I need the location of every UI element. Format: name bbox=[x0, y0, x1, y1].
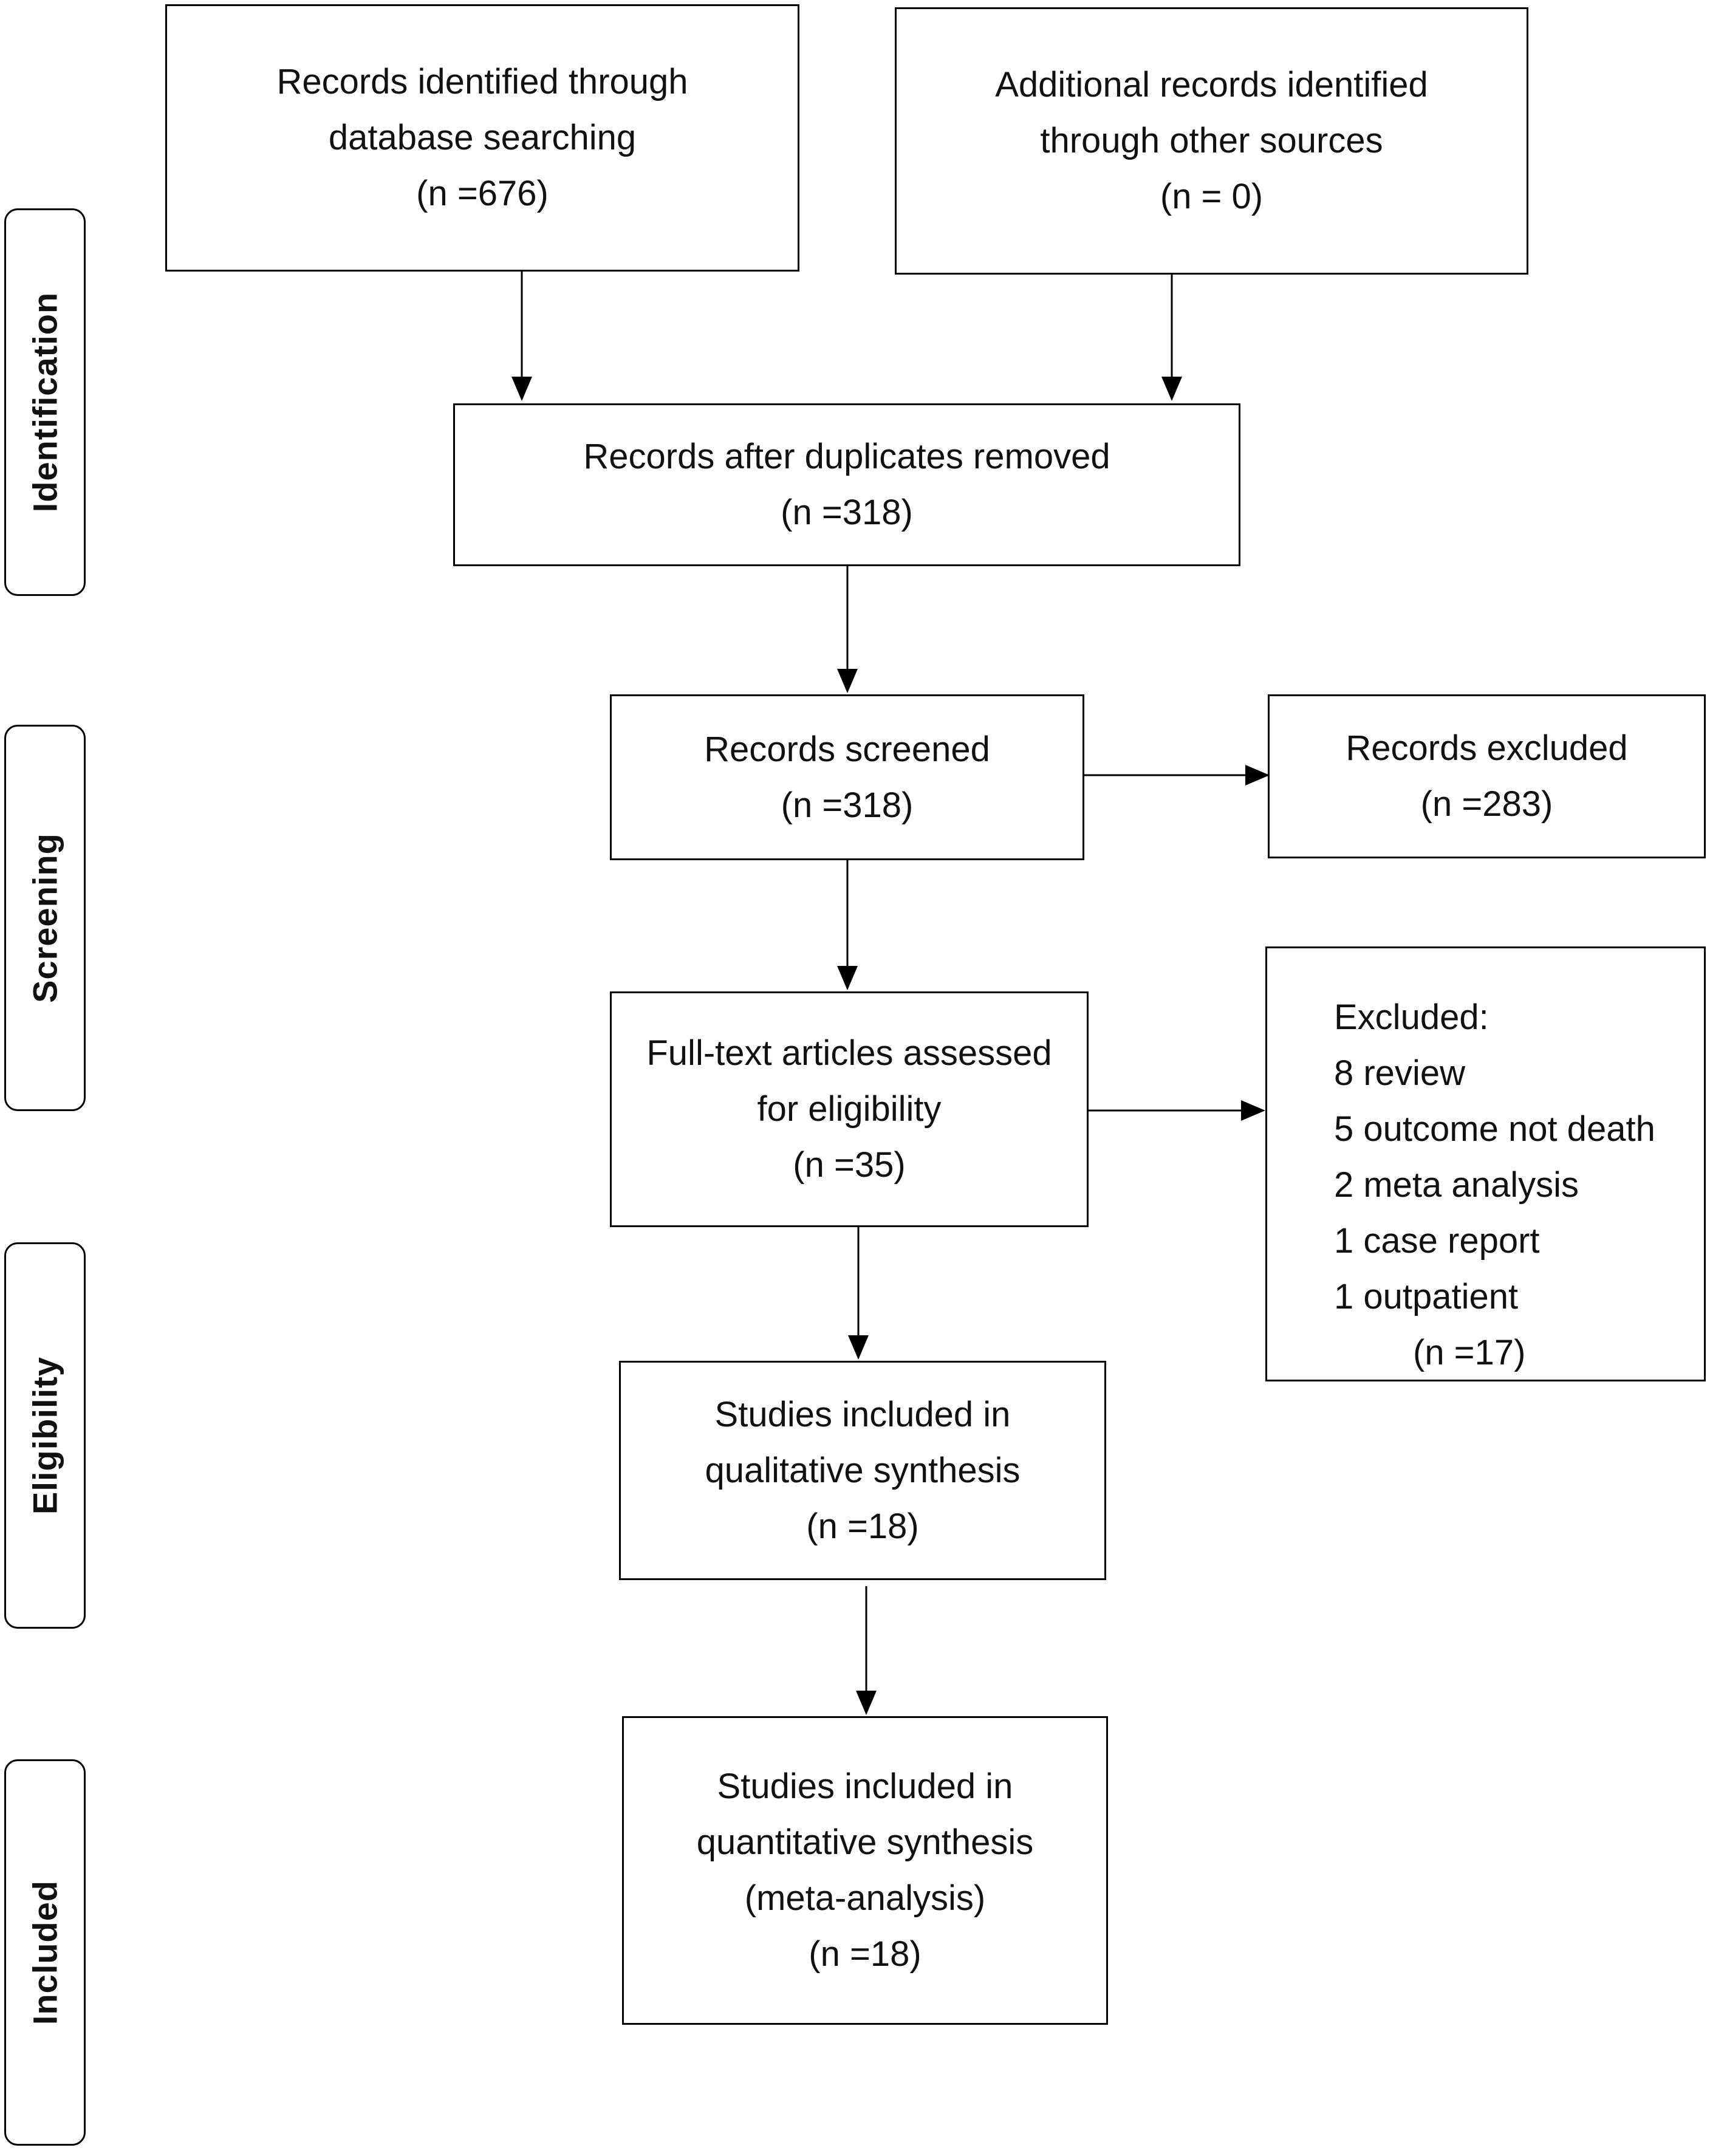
full-text-count: (n =35) bbox=[793, 1145, 906, 1185]
qualitative-line-2: qualitative synthesis bbox=[705, 1450, 1021, 1490]
arrowhead-screened-to-fulltext bbox=[837, 966, 858, 990]
box-quantitative-synthesis: Studies included in quantitative synthes… bbox=[622, 1716, 1108, 2025]
excluded-reason-meta-analysis: 2 meta analysis bbox=[1334, 1165, 1579, 1205]
box-duplicates-removed: Records after duplicates removed (n =318… bbox=[453, 403, 1240, 566]
box-other-sources: Additional records identified through ot… bbox=[895, 7, 1528, 275]
quantitative-line-3: (meta-analysis) bbox=[744, 1878, 986, 1918]
database-search-count: (n =676) bbox=[416, 174, 549, 213]
records-screened-line-1: Records screened bbox=[704, 729, 990, 769]
duplicates-removed-line-1: Records after duplicates removed bbox=[583, 437, 1110, 476]
arrowhead-qualitative-to-quantitative bbox=[856, 1691, 877, 1715]
arrowhead-database-to-duplicates bbox=[511, 377, 532, 401]
duplicates-removed-count: (n =318) bbox=[781, 493, 913, 532]
arrowhead-duplicates-to-screened bbox=[837, 669, 858, 693]
database-search-line-1: Records identified through bbox=[276, 62, 688, 101]
excluded-heading: Excluded: bbox=[1334, 998, 1489, 1037]
other-sources-line-2: through other sources bbox=[1040, 121, 1383, 160]
arrowhead-fulltext-to-excluded bbox=[1241, 1100, 1265, 1121]
excluded-reason-outcome: 5 outcome not death bbox=[1334, 1109, 1655, 1149]
stage-screening: Screening bbox=[4, 725, 86, 1111]
excluded-count: (n =17) bbox=[1413, 1333, 1526, 1372]
stage-eligibility: Eligibility bbox=[4, 1242, 86, 1629]
database-search-line-2: database searching bbox=[328, 118, 637, 157]
quantitative-line-2: quantitative synthesis bbox=[696, 1822, 1034, 1862]
other-sources-line-1: Additional records identified bbox=[995, 65, 1428, 104]
records-excluded-line-1: Records excluded bbox=[1346, 728, 1628, 768]
records-excluded-count: (n =283) bbox=[1420, 784, 1553, 824]
stage-identification: Identification bbox=[4, 208, 86, 596]
qualitative-count: (n =18) bbox=[806, 1506, 919, 1546]
arrowhead-screened-to-excluded bbox=[1245, 765, 1270, 785]
quantitative-count: (n =18) bbox=[809, 1934, 922, 1974]
box-full-text-excluded: Excluded: 8 review 5 outcome not death 2… bbox=[1265, 946, 1706, 1381]
qualitative-line-1: Studies included in bbox=[714, 1394, 1011, 1434]
full-text-line-2: for eligibility bbox=[757, 1089, 942, 1129]
excluded-reason-case-report: 1 case report bbox=[1334, 1221, 1540, 1261]
stage-included: Included bbox=[4, 1759, 86, 2146]
records-screened-count: (n =318) bbox=[781, 785, 914, 825]
excluded-reason-outpatient: 1 outpatient bbox=[1334, 1277, 1519, 1316]
other-sources-count: (n = 0) bbox=[1160, 177, 1264, 216]
arrowhead-fulltext-to-qualitative bbox=[848, 1335, 869, 1360]
full-text-line-1: Full-text articles assessed bbox=[646, 1033, 1052, 1073]
box-records-excluded: Records excluded (n =283) bbox=[1268, 694, 1706, 858]
box-full-text-assessed: Full-text articles assessed for eligibil… bbox=[610, 991, 1089, 1227]
excluded-reason-review: 8 review bbox=[1334, 1053, 1465, 1093]
box-qualitative-synthesis: Studies included in qualitative synthesi… bbox=[619, 1361, 1106, 1580]
quantitative-line-1: Studies included in bbox=[717, 1767, 1013, 1806]
box-records-screened: Records screened (n =318) bbox=[610, 694, 1084, 860]
arrowhead-other-to-duplicates bbox=[1161, 377, 1182, 401]
box-database-search: Records identified through database sear… bbox=[165, 4, 799, 272]
